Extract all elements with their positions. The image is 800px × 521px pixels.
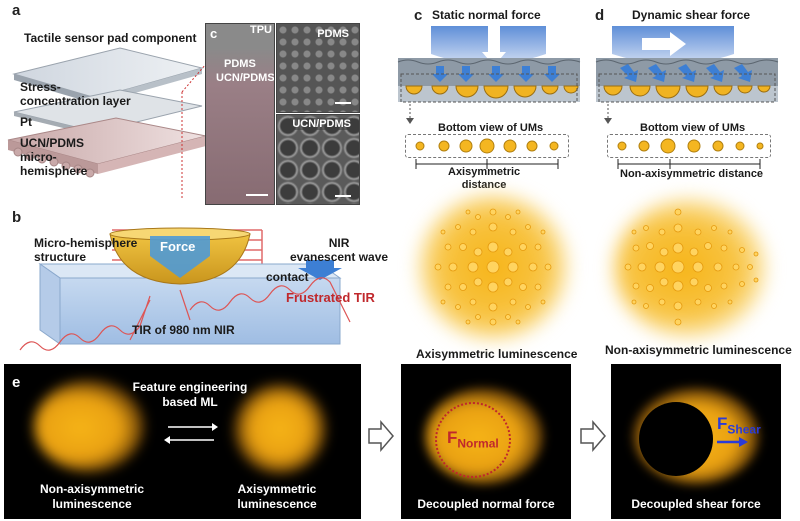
micro-hemisphere-label: Micro-hemisphere structure — [34, 236, 138, 264]
sem-bottom-label: UCN/PDMS — [290, 118, 353, 130]
sem-label-ucn: UCN/PDMS — [216, 72, 275, 84]
non-axisymmetric-luminescence-label: Non-axisymmetric luminescence — [39, 482, 145, 511]
panel-b-letter: b — [12, 209, 22, 226]
decoupled-normal-force-panel: FNormal Decoupled normal force — [401, 364, 571, 519]
sem-bottom-ucn: UCN/PDMS — [276, 114, 360, 205]
panel-a-title: Tactile sensor pad component — [24, 31, 197, 45]
sem-cross-section: c PDMS UCN/PDMS — [205, 23, 275, 205]
panel-d-ums-bottom-view — [607, 134, 771, 158]
normal-force-circle — [435, 402, 511, 478]
non-axisymmetric-luminescence-caption: Non-axisymmetric luminescence — [605, 343, 792, 357]
panel-c-title: Static normal force — [432, 8, 541, 22]
decoupled-shear-force-panel: FShear Decoupled shear force — [611, 364, 781, 519]
contact-label: contact — [266, 270, 309, 284]
sem-top-pdms: PDMS — [276, 23, 360, 113]
panel-e-letter: e — [12, 374, 21, 391]
shear-direction-arrow — [717, 437, 748, 447]
panel-c-letter: c — [414, 7, 423, 24]
scale-bar — [335, 195, 351, 197]
normal-force-symbol: FNormal — [447, 428, 499, 451]
axisymmetric-luminescence-image — [412, 188, 574, 346]
flow-arrow-icon — [580, 420, 606, 452]
axisymmetric-luminescence-label: Axisymmetric luminescence — [237, 482, 317, 511]
sem-label-tpu: TPU — [250, 24, 272, 36]
layer-label-pt: Pt — [20, 115, 32, 129]
scale-bar — [335, 102, 351, 104]
sensor-pad-stack-illustration — [7, 47, 207, 200]
dynamic-shear-force-illustration — [595, 26, 779, 124]
decoupled-normal-force-caption: Decoupled normal force — [417, 497, 555, 511]
axisymmetric-distance-label: Axisymmetric distance — [448, 166, 521, 191]
non-axisymmetric-luminescence-image — [606, 188, 772, 346]
static-normal-force-illustration — [397, 24, 581, 124]
sem-top-label: PDMS — [317, 28, 349, 40]
sem-cross-letter: c — [210, 26, 218, 41]
panel-c-bottom-view-label: Bottom view of UMs — [438, 122, 544, 134]
panel-e-ml-panel: e Feature engineering based ML Non-axisy… — [4, 364, 361, 519]
frustrated-tir-label: Frustrated TIR — [286, 290, 375, 305]
nir-evanescent-label: NIR evanescent wave — [290, 236, 389, 264]
axisymmetric-distance-bracket — [415, 159, 559, 169]
scale-bar — [246, 194, 268, 196]
masked-center-circle — [639, 402, 713, 476]
force-label: Force — [160, 239, 196, 254]
panel-c-ums-bottom-view — [405, 134, 569, 158]
layer-label-ucn: UCN/PDMS micro- hemisphere — [20, 136, 88, 178]
axisymmetric-luminescence-caption: Axisymmetric luminescence — [416, 347, 578, 361]
shear-force-symbol: FShear — [717, 414, 761, 437]
tir-illustration — [19, 227, 351, 351]
bidirectional-arrows — [164, 423, 218, 444]
decoupled-shear-force-caption: Decoupled shear force — [631, 497, 761, 511]
non-axisymmetric-distance-label: Non-axisymmetric distance — [620, 168, 764, 180]
panel-d-bottom-view-label: Bottom view of UMs — [640, 122, 746, 134]
layer-label-stress: Stress- concentration layer — [20, 80, 131, 108]
non-axisymmetric-distance-bracket — [617, 159, 761, 169]
flow-arrow-icon — [368, 420, 394, 452]
tir-label: TIR of 980 nm NIR — [132, 323, 235, 337]
panel-a-letter: a — [12, 2, 21, 19]
panel-d-letter: d — [595, 7, 605, 24]
sem-label-pdms: PDMS — [224, 58, 256, 70]
feature-engineering-label: Feature engineering based ML — [132, 380, 248, 409]
panel-d-title: Dynamic shear force — [632, 8, 751, 22]
